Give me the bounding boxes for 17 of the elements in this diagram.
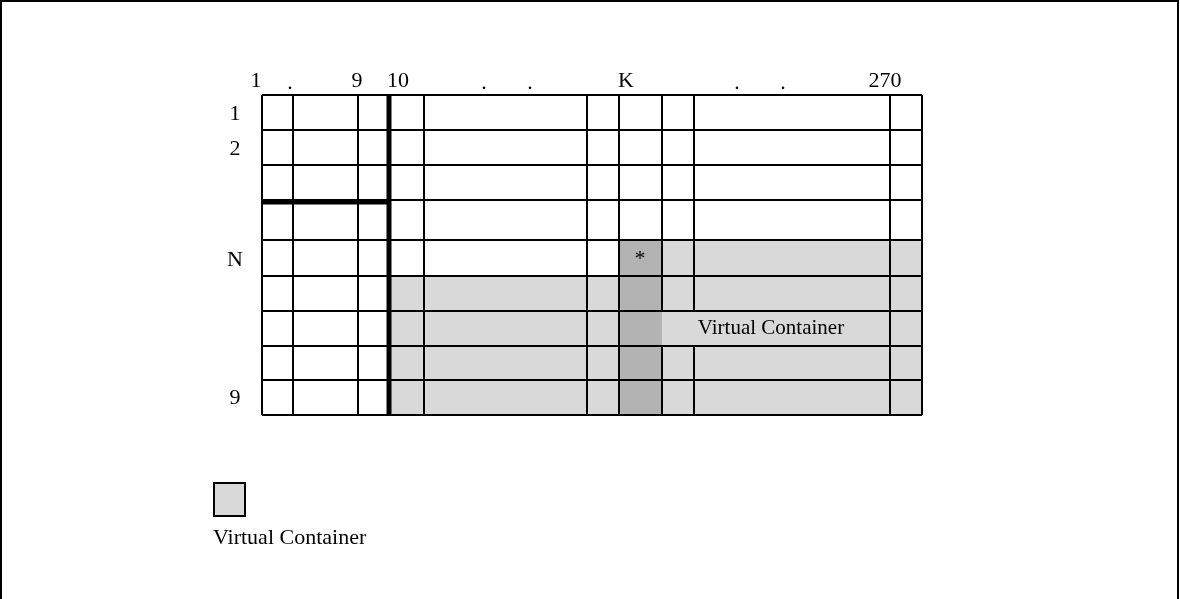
row-number: 1	[229, 100, 241, 126]
column-ellipsis: .	[527, 69, 533, 95]
column-ellipsis: .	[287, 69, 293, 95]
column-ellipsis: .	[481, 69, 487, 95]
column-number: 270	[868, 67, 902, 93]
column-number: 9	[351, 67, 363, 93]
column-ellipsis: .	[734, 69, 740, 95]
pointer-mark: *	[634, 245, 646, 271]
column-label: K	[618, 67, 634, 93]
column-number: 1	[250, 67, 262, 93]
legend-label: Virtual Container	[213, 525, 367, 550]
area-label: Virtual Container	[697, 316, 845, 340]
column-number: 10	[387, 67, 409, 93]
row-label: N	[227, 246, 243, 272]
column-ellipsis: .	[780, 69, 786, 95]
row-number: 9	[229, 384, 241, 410]
row-number: 2	[229, 135, 241, 161]
